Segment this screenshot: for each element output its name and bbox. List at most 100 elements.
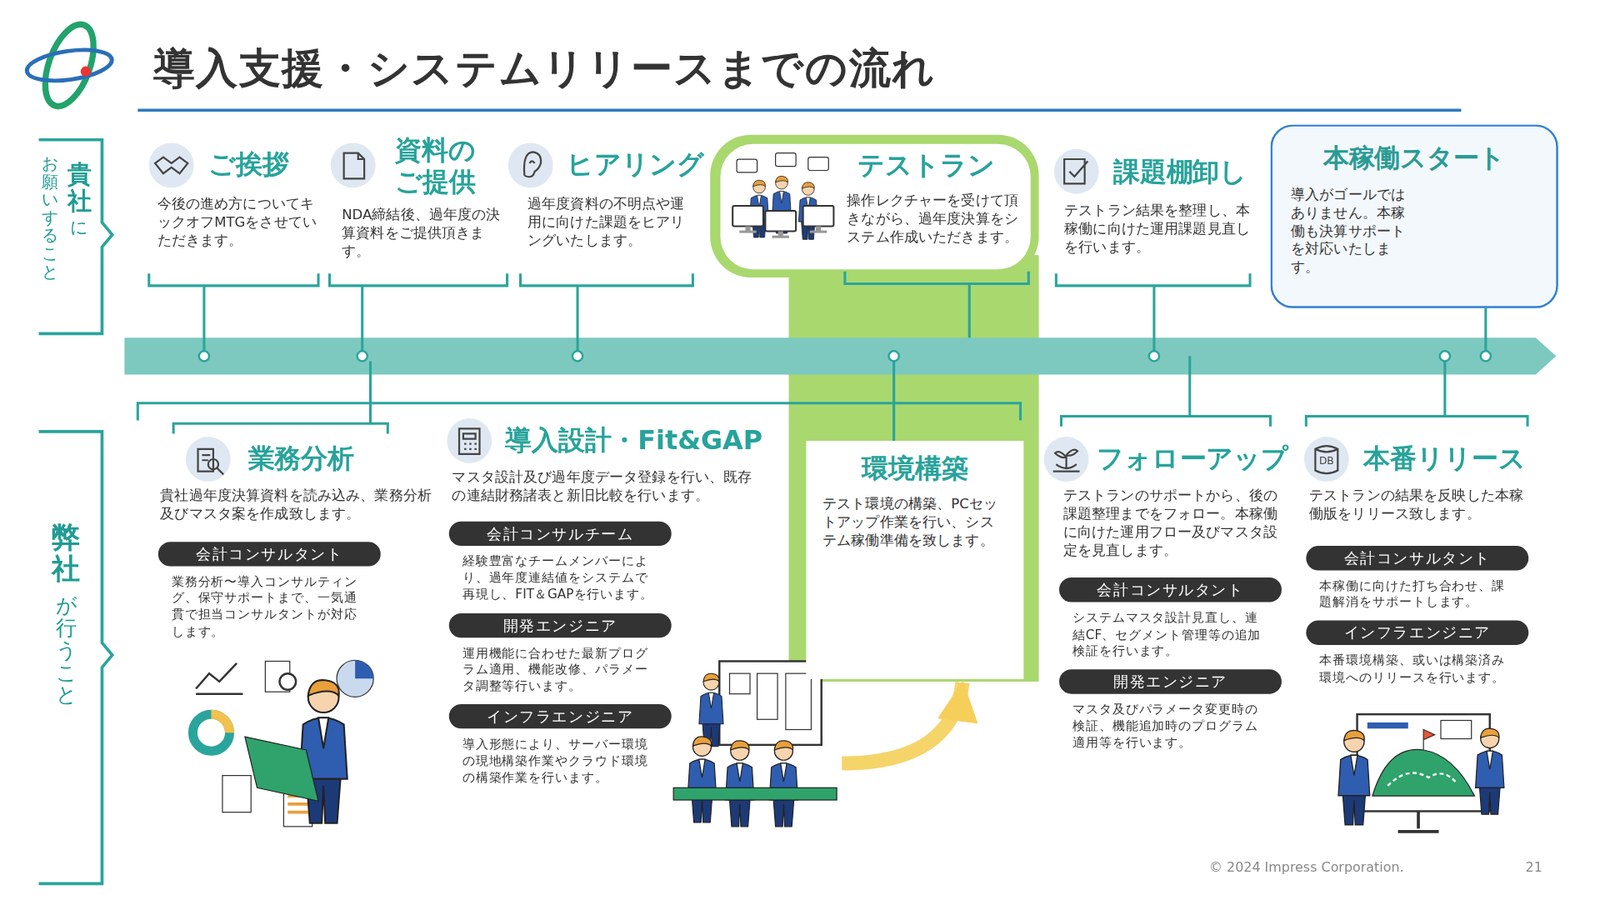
- analysis-illustration: [192, 660, 374, 827]
- icon-glyphs: [198, 449, 225, 475]
- step-heading: テストラン: [857, 150, 1040, 182]
- brackets: [1055, 273, 1250, 351]
- process-step: 導入設計・Fit&GAP マスタ設計及び過年度データ登録を行い、既存の連結財務諸表…: [449, 424, 842, 786]
- timeline-dots: [1149, 350, 1160, 361]
- side-brackets: [39, 431, 113, 884]
- step-heading: 導入設計・Fit&GAP: [449, 424, 842, 456]
- step-description: 過年度資料の不明点や運用に向けた課題をヒアリングいたします。: [521, 195, 695, 250]
- process-step: ご挨拶今後の進め方についてキックオフMTGをさせていただきます。: [150, 149, 323, 250]
- role-pill: 会計コンサルタント: [158, 541, 381, 566]
- analysis-illustration: [210, 714, 230, 733]
- side-heading-tail: が行うこと: [55, 594, 76, 707]
- timeline-dots: [1480, 350, 1491, 361]
- process-step: フォローアップテストランのサポートから、後の課題整理までをフォロー。本稼働に向け…: [1059, 442, 1286, 751]
- release-illustration: [1357, 714, 1490, 811]
- step-icons: [1054, 149, 1100, 195]
- role-block: インフラエンジニア導入形態により、サーバー環境の現地構築作業やクラウド環境の構築…: [449, 704, 672, 786]
- process-step: 本番リリーステストランの結果を反映した本稼働版をリリース致します。会計コンサルタ…: [1305, 442, 1530, 685]
- icon-text: DB: [1314, 455, 1339, 466]
- design-illustration: [699, 673, 724, 747]
- brackets: [137, 360, 1020, 434]
- step-icons: [446, 418, 492, 464]
- role-block: 会計コンサルタント業務分析〜導入コンサルティング、保守サポートまで、一気通貫で担…: [158, 541, 381, 640]
- design-illustration: [730, 673, 750, 694]
- side-brackets: [39, 140, 113, 885]
- step-heading: 本稼働スタート: [1272, 126, 1556, 174]
- step-icons: [508, 142, 554, 188]
- release-illustration: [1398, 810, 1440, 831]
- step-heading: ヒアリング: [521, 149, 695, 181]
- step-icons: [149, 142, 1350, 482]
- role-block: 開発エンジニアマスタ及びパラメータ変更時の検証、機能追加時のプログラム適用等を行…: [1059, 669, 1282, 751]
- step-heading: 本番リリース: [1305, 442, 1530, 475]
- testrun-illustration: [808, 157, 829, 171]
- step-icons: [330, 142, 376, 188]
- goal-box: 本稼働スタート導入がゴールではありません。本稼働も決算サポートを対応いたします。: [1270, 124, 1558, 308]
- step-heading: 業務分析: [158, 442, 432, 475]
- step-description: 今後の進め方についてキックオフMTGをさせていただきます。: [150, 195, 323, 250]
- timeline-dots: [889, 350, 900, 361]
- step-heading: 資料の ご提供: [333, 135, 487, 199]
- testrun-illustration: [765, 210, 796, 239]
- step-description: マスタ設計及び過年度データ登録を行い、既存の連結財務諸表と新旧比較を行います。: [449, 468, 762, 505]
- role-block: インフラエンジニア本番環境構築、或いは構築済み環境へのリリースを行います。: [1305, 620, 1529, 686]
- design-illustration: [673, 660, 837, 826]
- role-pill: 会計コンサルタント: [1059, 578, 1282, 603]
- logo: [80, 66, 91, 77]
- role-block: 会計コンサルチーム経験豊富なチームメンバーにより、過年度連結値をシステムで再現し…: [449, 520, 672, 603]
- testrun-illustration: [732, 153, 834, 240]
- release-illustration: [1338, 714, 1505, 832]
- design-illustration: [769, 740, 798, 827]
- logo: [35, 18, 104, 113]
- design-illustration: [757, 673, 778, 720]
- role-pill: インフラエンジニア: [449, 704, 672, 729]
- analysis-illustration: [195, 663, 243, 695]
- release-illustration: [1387, 773, 1457, 786]
- process-step: 資料の ご提供NDA締結後、過年度の決算資料をご提供頂きます。: [333, 135, 505, 262]
- testrun-illustration: [803, 205, 835, 234]
- icon-glyphs: [1053, 450, 1080, 472]
- step-heading: ご挨拶: [150, 149, 323, 181]
- icon-glyphs: [208, 459, 219, 470]
- icon-glyphs: [344, 153, 365, 180]
- brackets: [892, 360, 895, 441]
- step-description: テストランのサポートから、後の課題整理までをフォロー。本稼働に向けた運用フロー及…: [1059, 486, 1286, 560]
- timeline-dots: [199, 350, 210, 361]
- timeline-dots: [357, 350, 368, 361]
- flow-arrow: [841, 682, 963, 764]
- role-description: 本稼働に向けた打ち合わせ、課題解消をサポートします。: [1305, 570, 1529, 610]
- release-illustration: [1372, 749, 1475, 796]
- step-description: 貴社過年度決算資料を読み込み、業務分析及びマスタ案を作成致します。: [158, 486, 432, 524]
- role-pill: インフラエンジニア: [1305, 620, 1529, 645]
- icon-glyphs: [459, 428, 480, 455]
- role-pill: 開発エンジニア: [1059, 669, 1282, 694]
- role-description: 導入形態により、サーバー環境の現地構築作業やクラウド環境の構築作業を行います。: [449, 729, 672, 786]
- side-heading: お願いすること: [41, 155, 59, 281]
- side-heading: 貴社: [67, 160, 92, 215]
- brackets: [520, 273, 693, 351]
- logo: [25, 18, 115, 113]
- timeline-dots: [199, 350, 1491, 361]
- analysis-illustration: [222, 775, 251, 813]
- step-heading: フォローアップ: [1059, 442, 1286, 475]
- icon-glyphs: [1064, 159, 1088, 184]
- slide-title: 導入支援・システムリリースまでの流れ: [153, 40, 936, 97]
- design-illustration: [725, 740, 755, 827]
- role-block: 会計コンサルタントシステムマスタ設計見直し、連結CF、セグメント管理等の追加検証…: [1059, 578, 1282, 660]
- analysis-illustration: [192, 714, 230, 751]
- timeline-dots: [572, 350, 583, 361]
- brackets: [845, 271, 1029, 339]
- timeline-dots: [1440, 350, 1450, 361]
- analysis-illustration: [245, 736, 319, 801]
- step-description: テストランの結果を反映した本稼働版をリリース致します。: [1305, 486, 1530, 524]
- testrun-illustration: [736, 159, 757, 173]
- logo: [25, 45, 115, 85]
- page-number: 21: [1525, 859, 1543, 875]
- role-description: 業務分析〜導入コンサルティング、保守サポートまで、一気通貫で担当コンサルタントが…: [158, 565, 381, 640]
- process-step: 業務分析貴社過年度決算資料を読み込み、業務分析及びマスタ案を作成致します。会計コ…: [158, 442, 432, 640]
- highlight-band: [710, 135, 1039, 682]
- role-block: 会計コンサルタント本稼働に向けた打ち合わせ、課題解消をサポートします。: [1305, 545, 1529, 611]
- step-icons: [1044, 436, 1090, 482]
- design-illustration: [687, 736, 716, 823]
- design-illustration: [673, 787, 837, 800]
